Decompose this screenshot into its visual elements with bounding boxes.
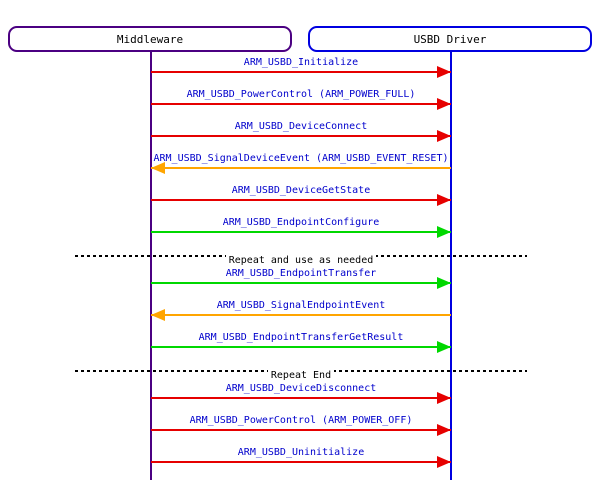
lifeline-middleware <box>150 52 152 480</box>
message-line <box>151 314 451 316</box>
divider-row: Repeat End <box>75 363 527 384</box>
arrowhead-right-icon <box>437 130 451 142</box>
message-line <box>151 397 451 399</box>
message-label: ARM_USBD_Initialize <box>243 57 359 68</box>
message-label: ARM_USBD_DeviceDisconnect <box>225 383 377 394</box>
message-line <box>151 429 451 431</box>
arrowhead-right-icon <box>437 226 451 238</box>
message-label: ARM_USBD_PowerControl (ARM_POWER_OFF) <box>189 415 413 426</box>
message-row: ARM_USBD_Uninitialize <box>151 446 451 470</box>
arrowhead-right-icon <box>437 66 451 78</box>
message-row: ARM_USBD_DeviceDisconnect <box>151 382 451 406</box>
message-line <box>151 199 451 201</box>
arrowhead-right-icon <box>437 98 451 110</box>
arrowhead-right-icon <box>437 341 451 353</box>
message-line <box>151 461 451 463</box>
message-row: ARM_USBD_EndpointConfigure <box>151 216 451 240</box>
message-line <box>151 71 451 73</box>
message-label: ARM_USBD_EndpointConfigure <box>222 217 380 228</box>
entity-label-middleware: Middleware <box>116 32 184 46</box>
message-label: ARM_USBD_SignalEndpointEvent <box>216 300 386 311</box>
message-line <box>151 167 451 169</box>
message-row: ARM_USBD_EndpointTransferGetResult <box>151 331 451 355</box>
message-row: ARM_USBD_PowerControl (ARM_POWER_OFF) <box>151 414 451 438</box>
message-label: ARM_USBD_EndpointTransfer <box>225 268 377 279</box>
message-label: ARM_USBD_Uninitialize <box>237 447 365 458</box>
message-row: ARM_USBD_SignalDeviceEvent (ARM_USBD_EVE… <box>151 152 451 176</box>
arrowhead-right-icon <box>437 194 451 206</box>
message-label: ARM_USBD_EndpointTransferGetResult <box>198 332 404 343</box>
message-row: ARM_USBD_Initialize <box>151 56 451 80</box>
message-row: ARM_USBD_EndpointTransfer <box>151 267 451 291</box>
arrowhead-right-icon <box>437 392 451 404</box>
message-line <box>151 103 451 105</box>
message-line <box>151 135 451 137</box>
arrowhead-right-icon <box>437 424 451 436</box>
message-line <box>151 231 451 233</box>
message-label: ARM_USBD_DeviceGetState <box>231 185 371 196</box>
divider-row: Repeat and use as needed <box>75 248 527 269</box>
lifeline-usbd-driver <box>450 52 452 480</box>
message-label: ARM_USBD_DeviceConnect <box>234 121 368 132</box>
message-row: ARM_USBD_PowerControl (ARM_POWER_FULL) <box>151 88 451 112</box>
entity-label-usbd-driver: USBD Driver <box>413 32 487 46</box>
divider-label: Repeat and use as needed <box>225 253 377 269</box>
message-label: ARM_USBD_SignalDeviceEvent (ARM_USBD_EVE… <box>153 153 449 164</box>
arrowhead-left-icon <box>151 309 165 321</box>
message-line <box>151 282 451 284</box>
arrowhead-right-icon <box>437 456 451 468</box>
entity-box-usbd-driver: USBD Driver <box>308 26 592 52</box>
message-label: ARM_USBD_PowerControl (ARM_POWER_FULL) <box>186 89 416 100</box>
arrowhead-right-icon <box>437 277 451 289</box>
entity-box-middleware: Middleware <box>8 26 292 52</box>
divider-label: Repeat End <box>267 368 335 384</box>
message-line <box>151 346 451 348</box>
message-row: ARM_USBD_DeviceGetState <box>151 184 451 208</box>
arrowhead-left-icon <box>151 162 165 174</box>
message-row: ARM_USBD_DeviceConnect <box>151 120 451 144</box>
message-row: ARM_USBD_SignalEndpointEvent <box>151 299 451 323</box>
